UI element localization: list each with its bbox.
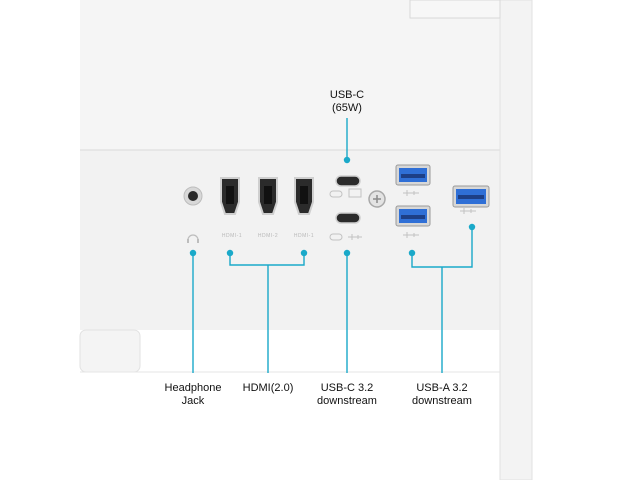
hdmi-port-1: [220, 177, 240, 215]
usb-a-port-2: [395, 205, 431, 227]
usb-a-port-3: [452, 185, 490, 208]
monitor-back-upper: [80, 0, 500, 150]
hdmi-port-2: [258, 177, 278, 215]
top-tab: [409, 0, 501, 19]
usb-c-65w-port: [335, 175, 361, 187]
hdmi-port-3: [294, 177, 314, 215]
usbc-downstream-callout: USB-C 3.2 downstream: [317, 382, 377, 407]
callout-lines: [192, 118, 473, 373]
port-panel: [80, 150, 500, 330]
screw-icon: [368, 190, 386, 208]
headphone-jack-port: [183, 186, 203, 206]
stand-foot: [79, 329, 141, 373]
headphone-jack-callout: Headphone Jack: [164, 382, 222, 407]
usbc-65w-callout: USB-C (65W): [329, 89, 365, 114]
usb-c-symbol-icon: [329, 188, 362, 241]
hdmi-callout: HDMI(2.0): [242, 382, 294, 394]
hdmi2-port-label: HDMI-2: [257, 233, 279, 239]
callout-dots: [189, 156, 476, 257]
stand-column: [499, 0, 533, 480]
hdmi1-port-label: HDMI-1: [221, 233, 243, 239]
hdmi3-port-label: HDMI-1: [293, 233, 315, 239]
usb-a-port-1: [395, 164, 431, 186]
usb-c-downstream-port: [335, 212, 361, 224]
usba-downstream-callout: USB-A 3.2 downstream: [412, 382, 472, 407]
usb-symbol-icon: [403, 190, 476, 238]
headphone-icon: [187, 234, 199, 243]
